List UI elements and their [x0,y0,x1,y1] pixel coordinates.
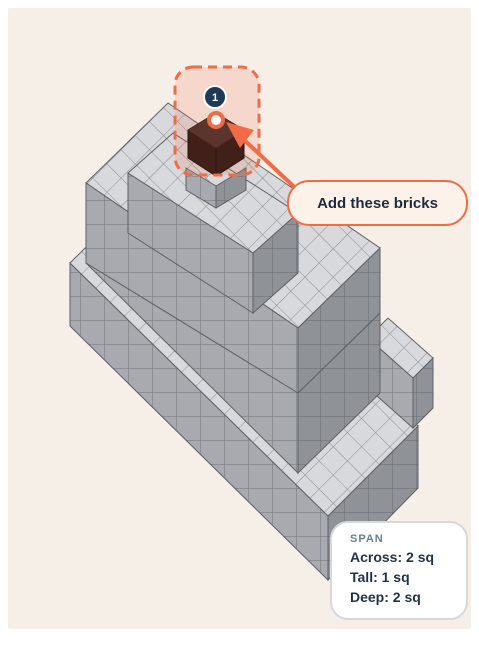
callout-text: Add these bricks [317,195,438,212]
step-badge: 1 [204,86,226,108]
span-deep: Deep: 2 sq [350,587,466,607]
span-across: Across: 2 sq [350,547,466,567]
span-title: SPAN [350,533,466,545]
span-panel: SPAN Across: 2 sq Tall: 1 sq Deep: 2 sq [330,521,468,620]
instruction-callout: Add these bricks [287,180,468,226]
span-tall: Tall: 1 sq [350,567,466,587]
step-number: 1 [212,92,218,104]
target-ring-icon [209,113,223,127]
